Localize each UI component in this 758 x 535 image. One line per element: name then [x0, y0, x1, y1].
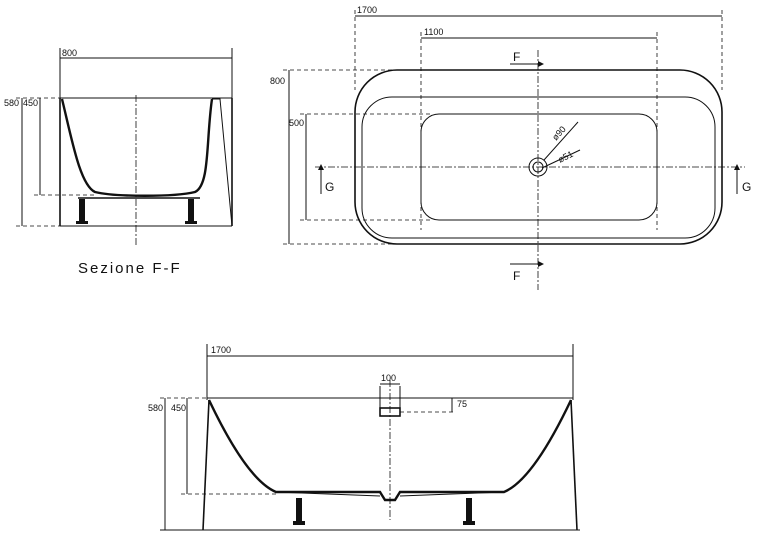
section-foot-pad-left	[76, 221, 88, 224]
section-foot-right	[188, 199, 194, 222]
plan-inner-length-label: 1100	[424, 27, 443, 37]
front-total-height-label: 580	[148, 403, 163, 413]
front-outer-wall-right	[570, 399, 578, 531]
section-g-arrow-left	[318, 164, 324, 170]
front-basin-bottom	[275, 491, 505, 497]
plan-view: 1700 1100 ø90 ø51 F F G G	[270, 5, 751, 290]
drain-outer-leader	[543, 121, 579, 161]
drain-outer-circle	[528, 157, 548, 177]
front-inner-height-label: 450	[171, 403, 186, 413]
section-foot-left	[79, 199, 85, 222]
section-f-arrow-top	[538, 61, 544, 67]
front-foot-pad-left	[293, 521, 305, 525]
section-g-label-right: G	[742, 180, 751, 194]
section-f-label-bottom: F	[513, 269, 520, 283]
section-g-arrow-right	[734, 164, 740, 170]
plan-width-label: 800	[270, 76, 285, 86]
drain-outer-label: ø90	[550, 124, 568, 142]
plan-length-label: 1700	[357, 5, 377, 15]
plan-inner-width-label: 500	[289, 118, 304, 128]
section-foot-pad-right	[185, 221, 197, 224]
section-inner-height-label: 450	[23, 98, 38, 108]
plan-outer-outline	[354, 69, 723, 245]
front-foot-right	[466, 498, 472, 522]
section-right-shell	[212, 98, 233, 227]
section-width-label: 800	[62, 48, 77, 58]
plan-rim-outline	[361, 96, 716, 239]
section-g-label-left: G	[325, 180, 334, 194]
front-length-label: 1700	[211, 345, 231, 355]
section-caption: Sezione F-F	[78, 260, 182, 277]
section-total-height-label: 580	[4, 98, 19, 108]
front-foot-left	[296, 498, 302, 522]
drain-inner-label: ø51	[556, 149, 574, 165]
front-outer-wall-left	[202, 399, 210, 531]
drain-inner-leader	[541, 149, 581, 169]
front-overflow-height-label: 75	[457, 399, 467, 409]
section-f-arrow-bottom	[538, 261, 544, 267]
section-basin-profile	[60, 98, 214, 197]
front-foot-pad-right	[463, 521, 475, 525]
section-view: 800 580 450 Sezione F-F	[4, 48, 233, 277]
front-overflow-width-label: 100	[381, 373, 396, 383]
front-view: 1700 100 75 580 450	[148, 344, 580, 531]
section-f-label-top: F	[513, 50, 520, 64]
